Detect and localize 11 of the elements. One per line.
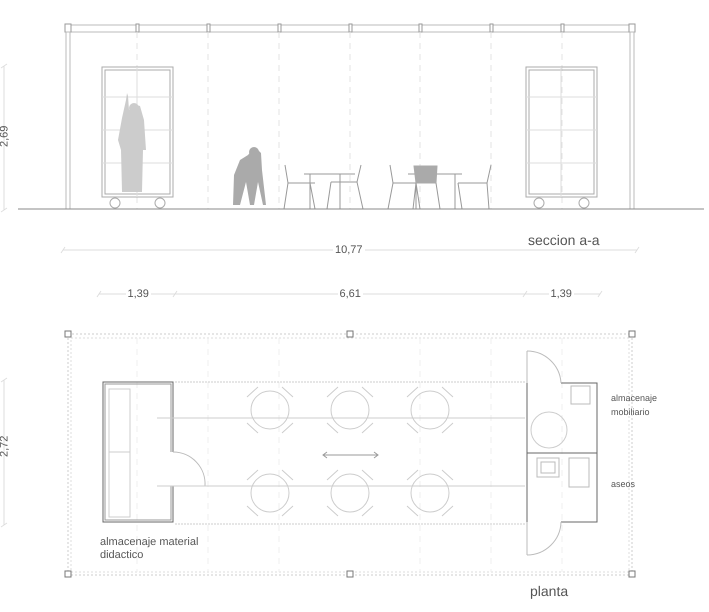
dimension-value: 10,77 [333, 244, 365, 257]
view-title: seccion a-a [528, 232, 600, 248]
dimension-value: 6,61 [338, 288, 363, 301]
view-title: planta [530, 583, 568, 600]
room-label: aseos [611, 479, 636, 490]
dimension-value: 2,69 [0, 126, 12, 148]
dimension-value: 1,39 [126, 288, 151, 301]
dimension-value: 2,72 [0, 436, 12, 458]
room-label: almacenaje material didactico [100, 536, 200, 562]
dimension-value: 1,39 [548, 288, 574, 301]
room-label: almacenaje mobiliario [611, 392, 655, 418]
